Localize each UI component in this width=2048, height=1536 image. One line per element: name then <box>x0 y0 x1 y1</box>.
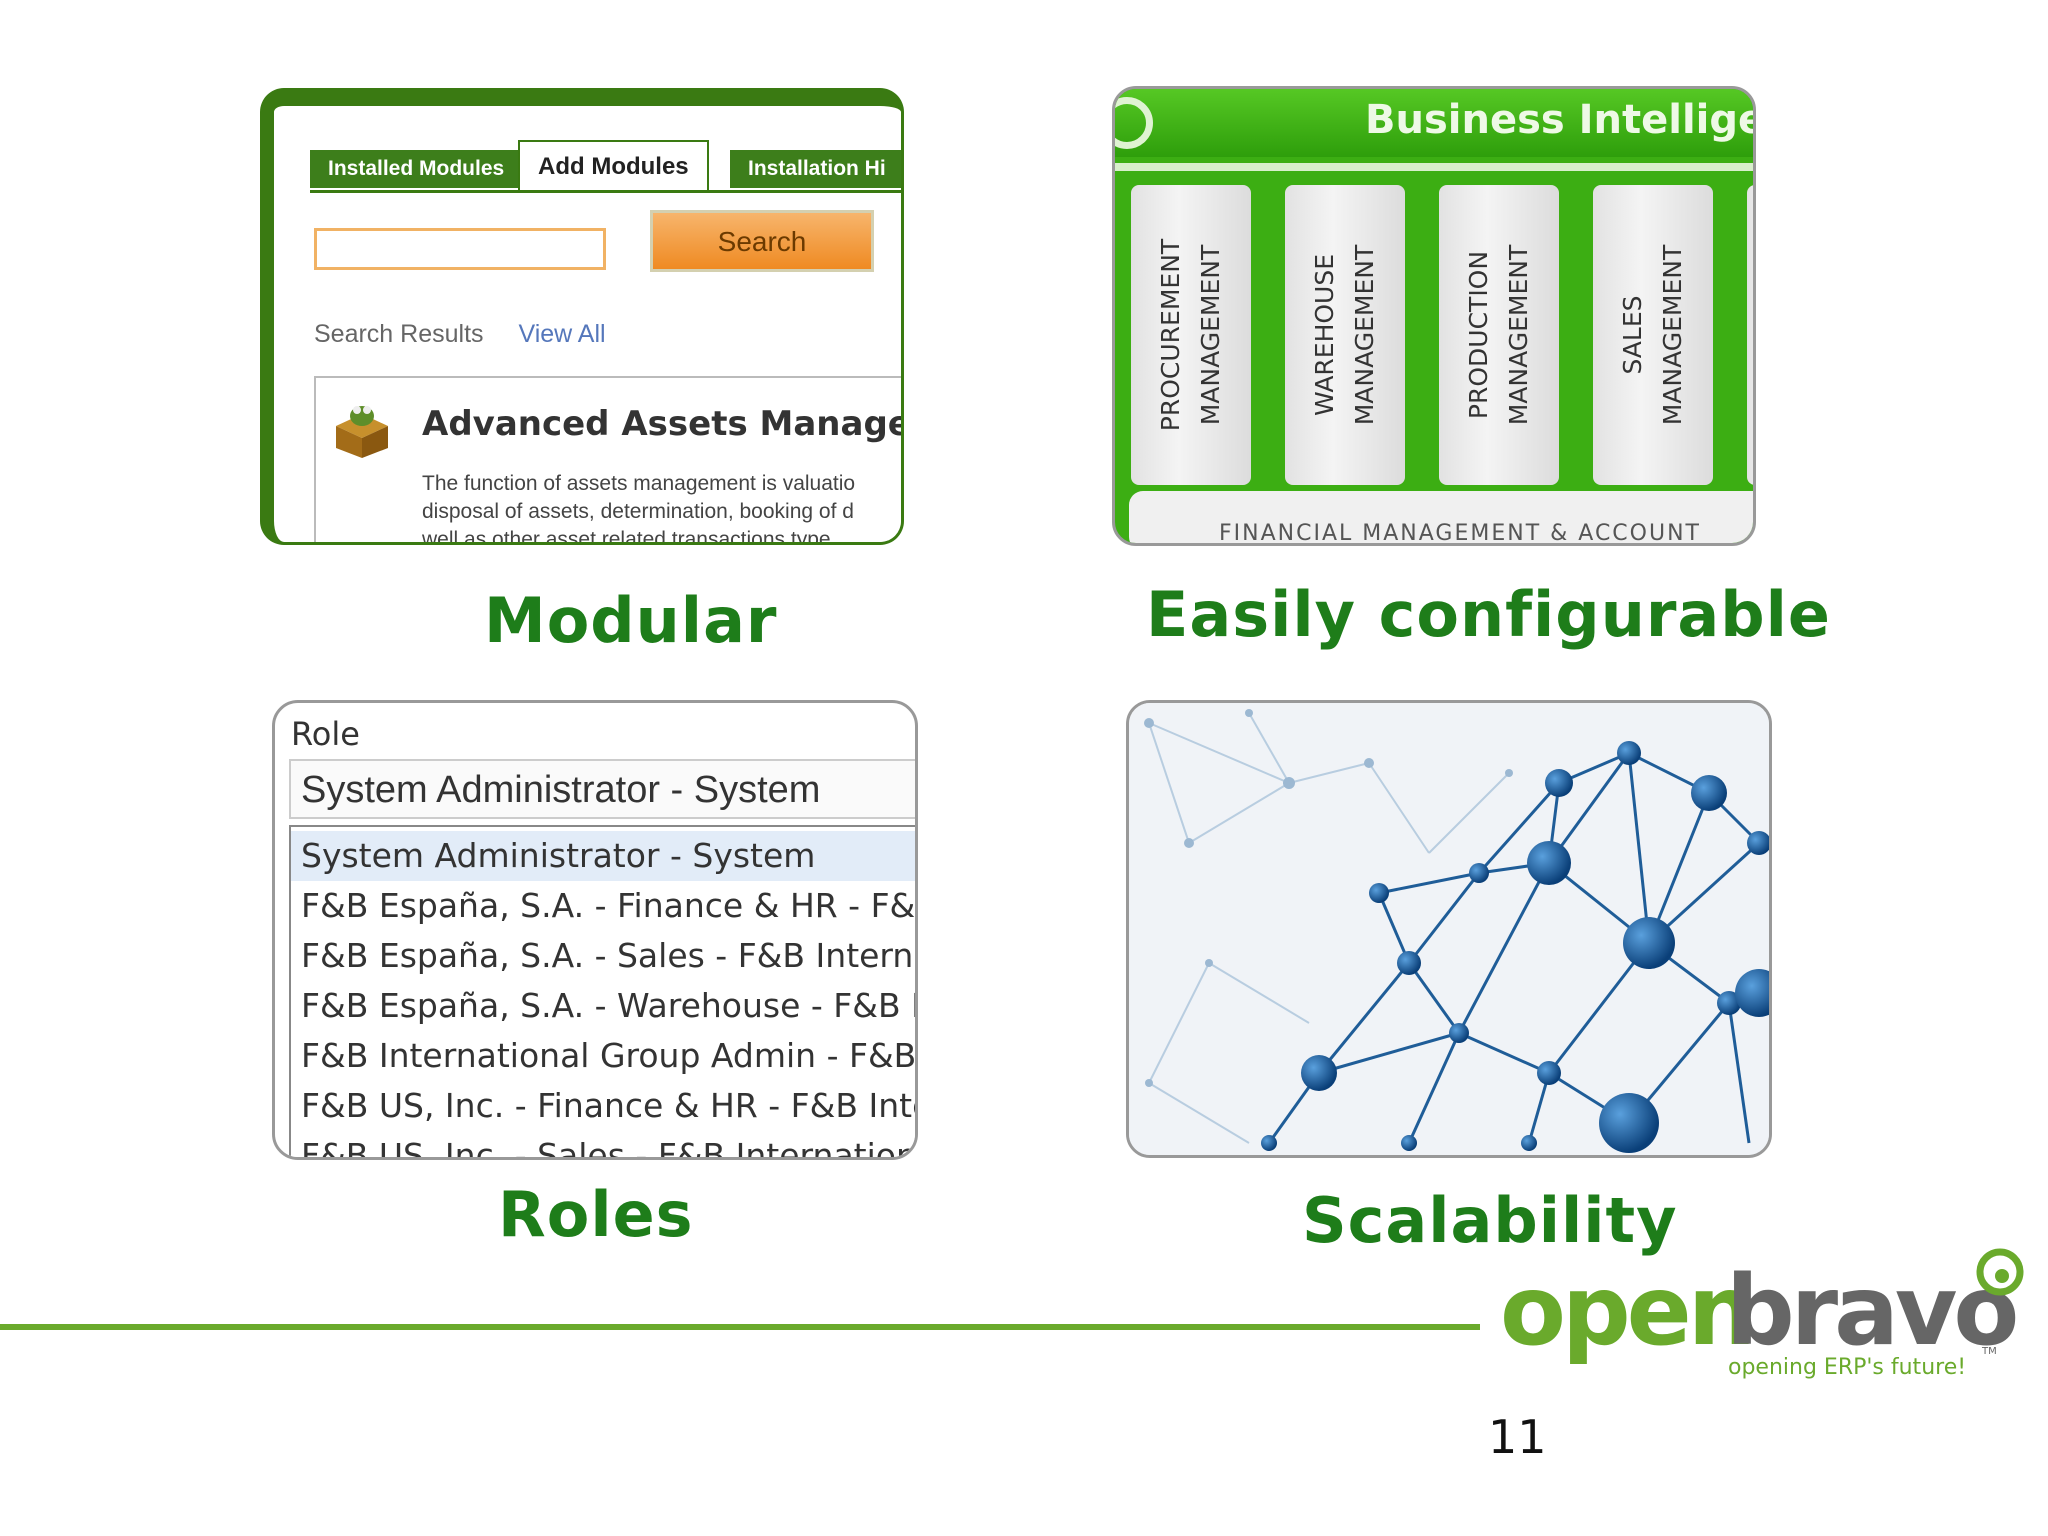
bi-column-partial <box>1747 185 1753 485</box>
bi-footer-label: FINANCIAL MANAGEMENT & ACCOUNT <box>1219 521 1701 546</box>
bi-column-label: MANAGEMENT <box>1504 244 1533 426</box>
module-box-icon <box>336 406 388 458</box>
bi-column-warehouse: WAREHOUSE MANAGEMENT <box>1285 185 1405 485</box>
role-option[interactable]: F&B US, Inc. - Finance & HR - F&B Inter <box>301 1086 918 1125</box>
modules-screenshot: Installed Modules Add Modules Installati… <box>260 88 904 545</box>
role-option[interactable]: System Administrator - System <box>291 831 915 881</box>
bi-title: Business Intelligenc <box>1365 97 1753 143</box>
bi-header: Business Intelligenc <box>1115 89 1753 157</box>
view-all-link[interactable]: View All <box>518 320 606 348</box>
logo-tagline: opening ERP's future! <box>1728 1355 1966 1380</box>
module-search-input[interactable] <box>314 228 606 270</box>
tab-installed-modules[interactable]: Installed Modules <box>310 150 523 188</box>
module-description: The function of assets management is val… <box>422 470 901 545</box>
role-label: Role <box>291 715 360 753</box>
logo-trademark: TM <box>1981 1346 1997 1357</box>
footer-divider <box>0 1324 1480 1330</box>
network-globe-graphic <box>1129 703 1769 1155</box>
bi-column-label: SALES <box>1618 295 1647 375</box>
module-desc-line: well as other asset related transactions… <box>422 528 831 545</box>
roles-screenshot: Role System Administrator - System Syste… <box>272 700 918 1160</box>
caption-scalability: Scalability <box>1302 1184 1678 1257</box>
search-button[interactable]: Search <box>650 210 874 272</box>
bi-column-label: MANAGEMENT <box>1350 244 1379 426</box>
logo-swirl-icon <box>1976 1248 2024 1296</box>
logo-text-bravo: bravo <box>1726 1255 2015 1367</box>
role-select[interactable]: System Administrator - System <box>289 759 915 819</box>
openbravo-logo-graphic: open bravo TM opening ERP's future! <box>1500 1248 2024 1380</box>
module-title: Advanced Assets Managem <box>422 404 904 444</box>
bi-column-label: WAREHOUSE <box>1310 253 1339 417</box>
bi-column-label: PRODUCTION <box>1464 250 1493 420</box>
business-intelligence-screenshot: Business Intelligenc PROCUREMENT MANAGEME… <box>1112 86 1756 546</box>
bi-divider <box>1115 163 1753 171</box>
tab-add-modules[interactable]: Add Modules <box>518 140 709 190</box>
module-tabs: Installed Modules Add Modules Installati… <box>310 140 901 193</box>
bi-column-label: PROCUREMENT <box>1156 238 1185 432</box>
caption-roles: Roles <box>498 1178 694 1251</box>
role-option[interactable]: F&B US, Inc. - Sales - F&B Internation <box>301 1136 917 1160</box>
role-option[interactable]: F&B International Group Admin - F&B <box>301 1036 917 1075</box>
tab-installation-history[interactable]: Installation Hi <box>730 150 901 188</box>
module-card[interactable]: Advanced Assets Managem The function of … <box>314 376 904 545</box>
search-results-row: Search Results View All <box>314 320 606 349</box>
module-desc-line: The function of assets management is val… <box>422 472 856 495</box>
role-dropdown-list: System Administrator - System F&B España… <box>289 825 918 1160</box>
bi-circle-icon <box>1115 97 1153 149</box>
caption-easily-configurable: Easily configurable <box>1146 578 1831 651</box>
logo-text-open: open <box>1500 1255 1752 1367</box>
bi-column-label: MANAGEMENT <box>1658 244 1687 426</box>
role-option[interactable]: F&B España, S.A. - Warehouse - F&B In <box>301 986 918 1025</box>
scalability-network-image <box>1126 700 1772 1158</box>
openbravo-logo: open bravo TM opening ERP's future! <box>1490 1244 2030 1394</box>
bi-column-procurement: PROCUREMENT MANAGEMENT <box>1131 185 1251 485</box>
page-number: 11 <box>1488 1410 1547 1464</box>
bi-footer: FINANCIAL MANAGEMENT & ACCOUNT <box>1129 491 1753 546</box>
role-option[interactable]: F&B España, S.A. - Sales - F&B Internat <box>301 936 918 975</box>
bi-column-production: PRODUCTION MANAGEMENT <box>1439 185 1559 485</box>
search-results-label: Search Results <box>314 320 484 348</box>
caption-modular: Modular <box>484 584 778 657</box>
module-desc-line: disposal of assets, determination, booki… <box>422 500 854 523</box>
bi-column-label: MANAGEMENT <box>1196 244 1225 426</box>
bi-column-sales: SALES MANAGEMENT <box>1593 185 1713 485</box>
role-option[interactable]: F&B España, S.A. - Finance & HR - F&B <box>301 886 918 925</box>
